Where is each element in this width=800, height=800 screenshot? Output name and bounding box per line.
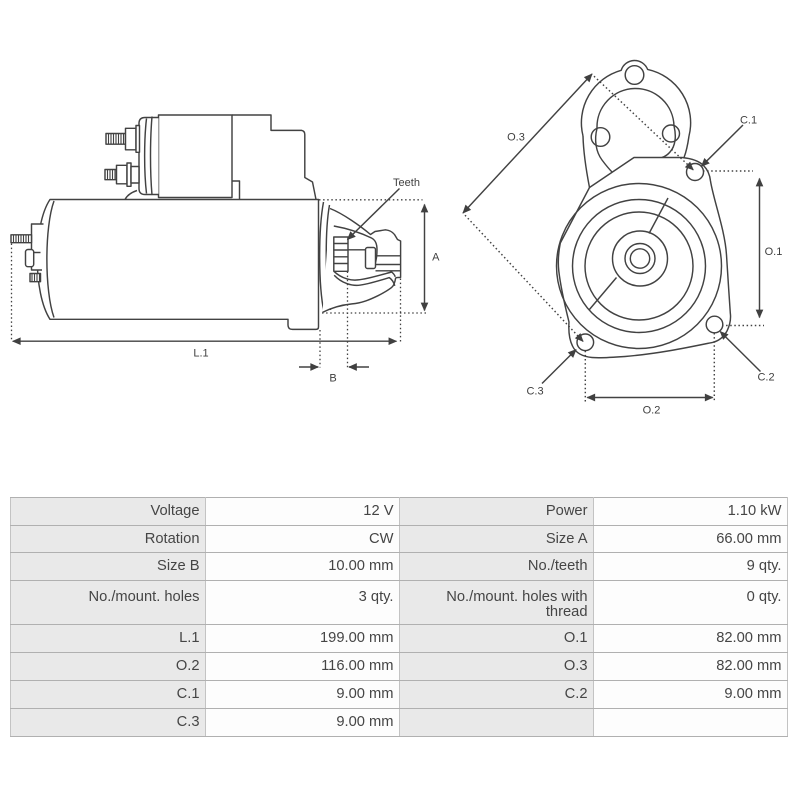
svg-text:L.1: L.1 (193, 348, 208, 360)
svg-text:O.3: O.3 (507, 132, 525, 144)
svg-text:O.1: O.1 (765, 246, 783, 258)
svg-text:C.3: C.3 (526, 386, 543, 398)
svg-text:Teeth: Teeth (393, 177, 420, 189)
svg-text:C.1: C.1 (740, 115, 757, 127)
svg-text:O.2: O.2 (643, 405, 661, 417)
svg-text:C.2: C.2 (757, 371, 774, 383)
svg-text:A: A (432, 251, 440, 263)
svg-text:B: B (329, 373, 336, 385)
